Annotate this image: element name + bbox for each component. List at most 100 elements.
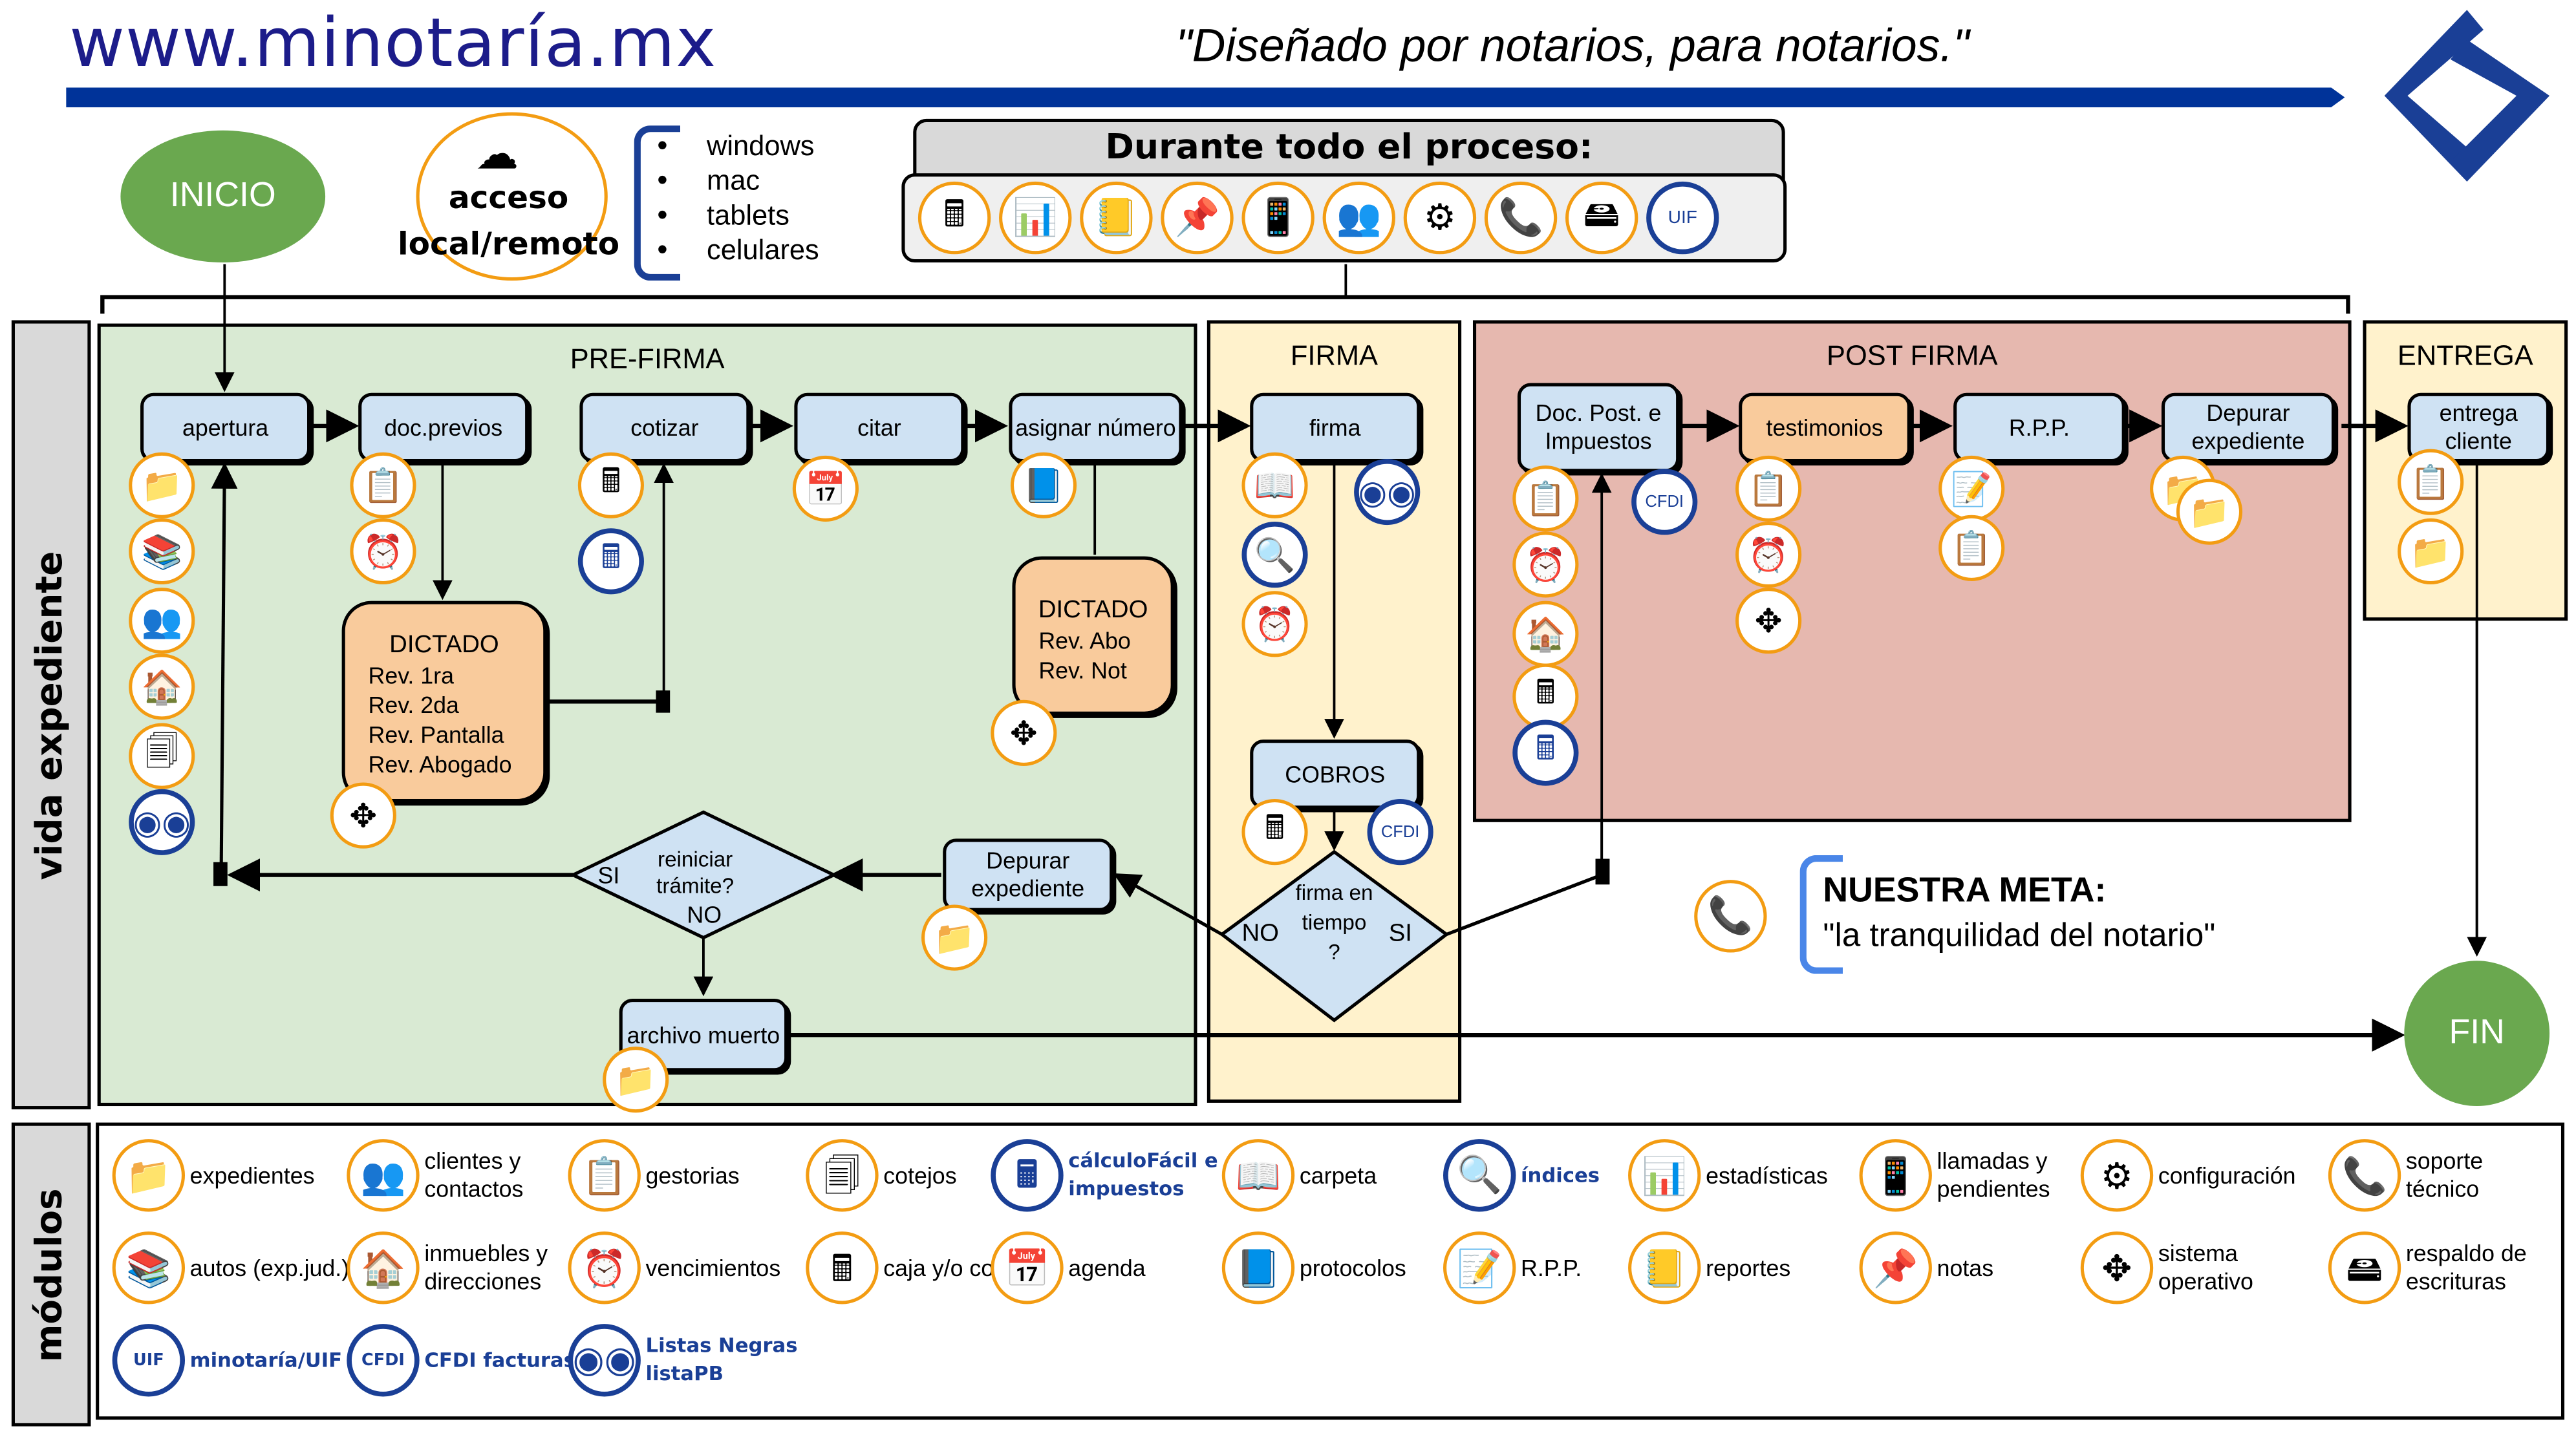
module-item[interactable]: 📖carpeta xyxy=(1221,1139,1377,1212)
module-item[interactable]: 🖴respaldo de escrituras xyxy=(2328,1231,2561,1304)
module-item[interactable]: 📁expedientes xyxy=(112,1139,315,1212)
step-depurar-expediente-post[interactable]: Depurar expediente xyxy=(2161,392,2335,463)
step-doc-previos[interactable]: doc.previos xyxy=(358,392,529,463)
end-terminal: FIN xyxy=(2404,961,2550,1107)
notebook-icon: 📒 xyxy=(1628,1231,1701,1304)
access-line1: acceso xyxy=(448,180,569,217)
cloud-network-icon: ☁ xyxy=(475,129,519,178)
access-label: acceso local/remoto xyxy=(390,175,628,268)
decision-tiempo-text: firma en tiempo ? xyxy=(1295,880,1373,964)
module-label: protocolos xyxy=(1299,1253,1406,1281)
open-book-icon: 📖 xyxy=(1221,1139,1295,1212)
phone-icon: 📞 xyxy=(1694,880,1767,953)
dictado-title: DICTADO xyxy=(1038,595,1148,624)
people-icon: 👥 xyxy=(347,1139,420,1212)
decision-reiniciar-yes: SI xyxy=(597,862,620,888)
throughout-title: Durante todo el proceso: xyxy=(913,118,1785,182)
dictado-line: Rev. Pantalla xyxy=(368,721,504,748)
module-item[interactable]: ⏰vencimientos xyxy=(568,1231,780,1304)
binders-icon: 📘 xyxy=(1010,452,1077,518)
os-logo-icon: ✥ xyxy=(1735,588,1802,654)
uif-index-icon[interactable]: UIF xyxy=(1646,181,1719,255)
module-label: CFDI facturas xyxy=(424,1348,575,1371)
lane-label: módulos xyxy=(30,1187,72,1361)
stamp-document-icon: 📝 xyxy=(1938,455,2005,522)
module-item[interactable]: 🖩cálculoFácil e impuestos xyxy=(991,1139,1233,1212)
step-asignar-numero[interactable]: asignar número xyxy=(1009,392,1183,463)
documents-icon: 🗐 xyxy=(806,1139,879,1212)
site-title[interactable]: www.minotaría.mx xyxy=(69,3,717,83)
module-label: sistema operativo xyxy=(2158,1239,2253,1295)
step-entrega-cliente[interactable]: entrega cliente xyxy=(2407,392,2550,463)
module-item[interactable]: 📝R.P.P. xyxy=(1443,1231,1582,1304)
os-logo-icon: ✥ xyxy=(2080,1231,2154,1304)
tagline: "Diseñado por notarios, para notarios." xyxy=(1175,19,1970,71)
folder-icon: 📁 xyxy=(112,1139,186,1212)
open-book-icon: 📖 xyxy=(1241,452,1308,518)
step-apertura[interactable]: apertura xyxy=(140,392,311,463)
module-item[interactable]: ✥sistema operativo xyxy=(2080,1231,2323,1304)
platform-item: celulares xyxy=(657,233,819,268)
module-item[interactable]: 📋gestorias xyxy=(568,1139,740,1212)
dictado-line: Rev. Abogado xyxy=(368,750,512,778)
folder-icon: 📁 xyxy=(603,1047,669,1113)
step-archivo-muerto[interactable]: archivo muerto xyxy=(619,999,788,1072)
clipboard-icon: 📋 xyxy=(1735,455,1802,522)
module-item[interactable]: ⚙configuración xyxy=(2080,1139,2296,1212)
module-item[interactable]: 📌notas xyxy=(1859,1231,1994,1304)
people-icon[interactable]: 👥 xyxy=(1322,181,1395,255)
module-item[interactable]: 📒reportes xyxy=(1628,1231,1790,1304)
decision-tiempo-no: NO xyxy=(1241,919,1279,948)
module-item[interactable]: 👥clientes y contactos xyxy=(347,1139,589,1212)
alarm-clock-icon: ⏰ xyxy=(568,1231,641,1304)
step-doc-post-impuestos[interactable]: Doc. Post. e Impuestos xyxy=(1517,383,1680,473)
platform-item: windows xyxy=(657,129,819,164)
gear-icon: ⚙ xyxy=(2080,1139,2154,1212)
step-firma[interactable]: firma xyxy=(1250,392,1421,463)
module-item[interactable]: 📱llamadas y pendientes xyxy=(1859,1139,2102,1212)
stamp-document-icon: 📝 xyxy=(1443,1231,1516,1304)
module-label: R.P.P. xyxy=(1521,1253,1582,1281)
zone-title: PRE-FIRMA xyxy=(570,343,725,375)
module-item[interactable]: 🏠inmuebles y direcciones xyxy=(347,1231,589,1304)
cash-register-icon: 🖩 xyxy=(1512,663,1579,730)
module-label: llamadas y pendientes xyxy=(1937,1147,2050,1202)
notebook-icon[interactable]: 📒 xyxy=(1080,181,1153,255)
step-citar[interactable]: citar xyxy=(794,392,965,463)
module-item[interactable]: 🔍índices xyxy=(1443,1139,1600,1212)
gear-icon[interactable]: ⚙ xyxy=(1403,181,1477,255)
house-icon: 🏠 xyxy=(1512,601,1579,667)
backup-drive-icon[interactable]: 🖴 xyxy=(1565,181,1638,255)
phone-icon[interactable]: 📞 xyxy=(1484,181,1558,255)
alarm-clock-icon: ⏰ xyxy=(1512,531,1579,598)
module-item[interactable]: 📊estadísticas xyxy=(1628,1139,1828,1212)
people-icon: 👥 xyxy=(129,588,195,654)
module-item[interactable]: ◉◉Listas Negras listaPB xyxy=(568,1324,811,1397)
index-search-icon: 🔍 xyxy=(1443,1139,1516,1212)
module-label: expedientes xyxy=(189,1161,315,1188)
step-cotizar[interactable]: cotizar xyxy=(579,392,750,463)
sticky-notes-icon[interactable]: 📌 xyxy=(1161,181,1234,255)
mobile-phone-icon[interactable]: 📱 xyxy=(1241,181,1315,255)
module-item[interactable]: 📞soporte técnico xyxy=(2328,1139,2561,1212)
module-item[interactable]: 🗐cotejos xyxy=(806,1139,957,1212)
alarm-clock-icon: ⏰ xyxy=(1241,591,1308,657)
bar-chart-icon: 📊 xyxy=(1628,1139,1701,1212)
module-item[interactable]: 📘protocolos xyxy=(1221,1231,1406,1304)
step-depurar-expediente-pre[interactable]: Depurar expediente xyxy=(943,838,1113,911)
module-item[interactable]: 📅agenda xyxy=(991,1231,1146,1304)
cash-register-icon[interactable]: 🖩 xyxy=(918,181,991,255)
module-item[interactable]: 📚autos (exp.jud.) xyxy=(112,1231,349,1304)
module-label: notas xyxy=(1937,1253,1994,1281)
dictado-line: Rev. Not xyxy=(1038,657,1127,684)
step-testimonios[interactable]: testimonios xyxy=(1739,392,1911,463)
step-rpp[interactable]: R.P.P. xyxy=(1953,392,2125,463)
clipboard-icon: 📋 xyxy=(350,452,416,518)
step-cobros[interactable]: COBROS xyxy=(1250,740,1421,809)
module-label: Listas Negras listaPB xyxy=(645,1334,798,1385)
documents-icon: 🗐 xyxy=(129,723,195,789)
bar-chart-icon[interactable]: 📊 xyxy=(999,181,1072,255)
